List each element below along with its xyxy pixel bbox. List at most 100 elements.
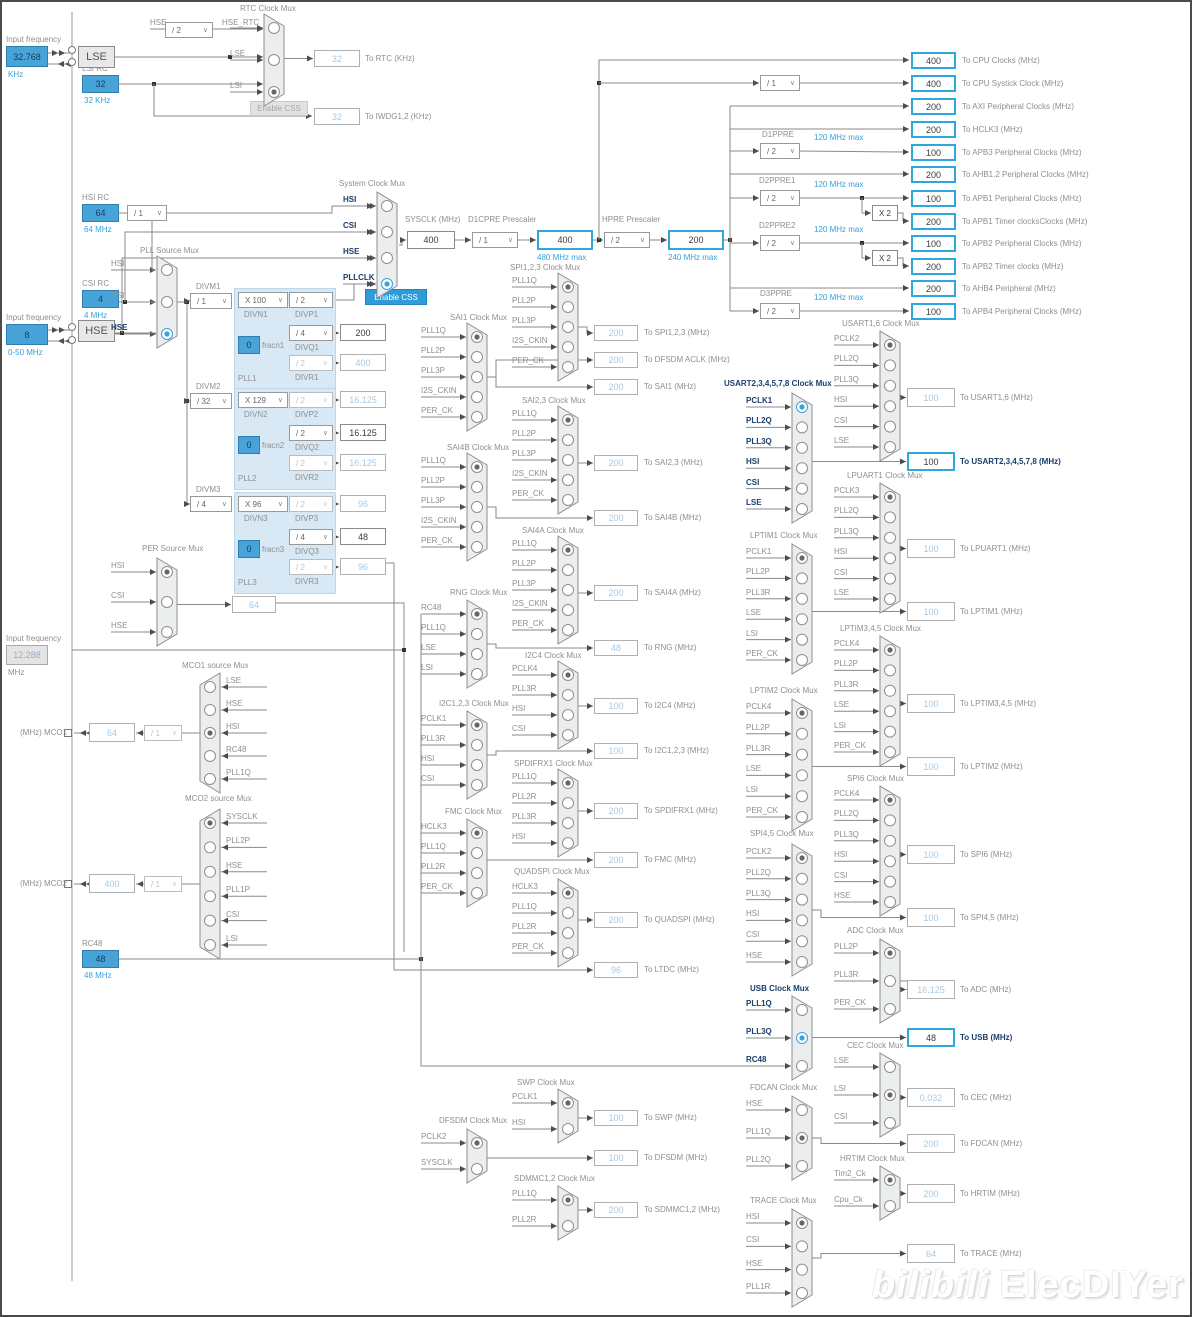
spdifrx1-mux-option-PLL2R[interactable] [562, 797, 574, 809]
d3ppre-dropdown[interactable]: / 2∨ [760, 303, 800, 319]
cec-mux-option-CSI[interactable] [884, 1117, 896, 1129]
lptim2-mux-option-PLL3R[interactable] [796, 748, 808, 761]
input-freq-hse-value[interactable]: 8 [6, 324, 48, 345]
usart16-mux-option-CSI[interactable] [884, 420, 896, 433]
quadspi-mux-option-PER_CK[interactable] [562, 947, 574, 959]
mco1-mux-option-RC48[interactable] [204, 750, 216, 762]
permux-mux-option-HSE[interactable] [161, 626, 173, 638]
d2ppre2-dropdown[interactable]: / 2∨ [760, 235, 800, 251]
mco2-mux-option-CSI[interactable] [204, 914, 216, 927]
spi6-mux-option-PLL3Q[interactable] [884, 834, 896, 847]
mco2-mux-option-LSI[interactable] [204, 939, 216, 951]
hrtim-mux-option-Cpu_Ck[interactable] [884, 1200, 896, 1212]
rtc-hse-div-dropdown[interactable]: / 2∨ [165, 22, 213, 38]
fdcan-mux-option-HSE[interactable] [796, 1104, 808, 1116]
pll3-divq-dropdown[interactable]: / 4∨ [289, 529, 333, 545]
spi6-mux-option-HSE[interactable] [884, 896, 896, 908]
sai4a-mux-option-I2S_CKIN[interactable] [562, 604, 574, 616]
lpuart1-mux-option-PLL2Q[interactable] [884, 511, 896, 524]
mco1-mux-option-LSE[interactable] [204, 681, 216, 693]
i2c123-mux-option-HSI[interactable] [471, 759, 483, 771]
sai4b-mux-option-I2S_CKIN[interactable] [471, 521, 483, 533]
lptim345-mux-option-LSI[interactable] [884, 725, 896, 738]
sai23-mux-option-PLL2P[interactable] [562, 434, 574, 446]
usart2-mux-option-PLL3Q[interactable] [796, 441, 808, 454]
lptim1-mux-option-PER_CK[interactable] [796, 654, 808, 666]
permux-mux-option-CSI[interactable] [161, 596, 173, 608]
hpre-dropdown[interactable]: / 2∨ [604, 232, 650, 248]
sdmmc-mux-option-PLL2R[interactable] [562, 1220, 574, 1232]
pll2-divq-dropdown[interactable]: / 2∨ [289, 425, 333, 441]
lptim2-mux-option-PLL2P[interactable] [796, 727, 808, 740]
lptim1-mux-option-LSI[interactable] [796, 633, 808, 646]
usart2-mux-option-PLL2Q[interactable] [796, 421, 808, 434]
pll3-divn-dropdown[interactable]: X 96∨ [238, 496, 288, 512]
rtc-mux-option-in0[interactable] [268, 22, 280, 34]
mco1-div-dropdown[interactable]: / 1∨ [144, 725, 182, 741]
pll1-divp-dropdown[interactable]: / 2∨ [289, 292, 333, 308]
dfsdm-mux-option-SYSCLK[interactable] [471, 1163, 483, 1175]
d2ppre1-dropdown[interactable]: / 2∨ [760, 190, 800, 206]
i2c4-mux-option-PLL3R[interactable] [562, 689, 574, 701]
spi45-mux-option-PLL3Q[interactable] [796, 893, 808, 906]
lptim345-mux-option-PLL3R[interactable] [884, 684, 896, 697]
lptim345-mux-option-PLL2P[interactable] [884, 664, 896, 677]
hsi-rc-value[interactable]: 64 [82, 204, 119, 222]
lptim2-mux-option-PER_CK[interactable] [796, 811, 808, 823]
spi123-mux-option-PLL2P[interactable] [562, 301, 574, 313]
usart16-mux-option-PLL2Q[interactable] [884, 359, 896, 372]
spi45-mux-option-CSI[interactable] [796, 935, 808, 948]
lptim2-mux-option-LSI[interactable] [796, 790, 808, 803]
mco2-div-dropdown[interactable]: / 1∨ [144, 876, 182, 892]
sai23-mux-option-PLL3P[interactable] [562, 454, 574, 466]
lpuart1-mux-option-HSI[interactable] [884, 552, 896, 565]
spdifrx1-mux-option-PLL3R[interactable] [562, 817, 574, 829]
spi6-mux-option-PLL2Q[interactable] [884, 814, 896, 827]
mco1-mux-option-HSE[interactable] [204, 704, 216, 716]
spdifrx1-mux-option-HSI[interactable] [562, 837, 574, 849]
spi6-mux-option-HSI[interactable] [884, 855, 896, 868]
lptim1-mux-option-LSE[interactable] [796, 613, 808, 626]
quadspi-mux-option-PLL2R[interactable] [562, 927, 574, 939]
divm1-dropdown[interactable]: / 1∨ [190, 293, 232, 309]
sai1-mux-option-I2S_CKIN[interactable] [471, 391, 483, 403]
divm2-dropdown[interactable]: / 32∨ [190, 393, 232, 409]
spi45-mux-option-HSI[interactable] [796, 914, 808, 927]
lsi-rc-value[interactable]: 32 [82, 75, 119, 93]
i2c123-mux-option-CSI[interactable] [471, 779, 483, 791]
lpuart1-mux-option-CSI[interactable] [884, 572, 896, 585]
lptim1-mux-option-PLL2P[interactable] [796, 572, 808, 585]
d1cpre-dropdown[interactable]: / 1∨ [472, 232, 518, 248]
spi123-mux-option-I2S_CKIN[interactable] [562, 341, 574, 353]
sysmux-mux-option-CSI[interactable] [381, 226, 393, 238]
sai4b-mux-option-PLL3P[interactable] [471, 501, 483, 513]
csi-rc-value[interactable]: 4 [82, 290, 119, 308]
pll2-divr-dropdown[interactable]: / 2∨ [289, 455, 333, 471]
sai1-mux-option-PER_CK[interactable] [471, 411, 483, 423]
spi45-mux-option-HSE[interactable] [796, 956, 808, 968]
i2c4-mux-option-CSI[interactable] [562, 729, 574, 741]
usart16-mux-option-HSI[interactable] [884, 400, 896, 413]
mco2-mux-option-PLL2P[interactable] [204, 841, 216, 854]
fmc-mux-option-PLL1Q[interactable] [471, 847, 483, 859]
fdcan-mux-option-PLL2Q[interactable] [796, 1160, 808, 1172]
usb-mux-option-PLL1Q[interactable] [796, 1004, 808, 1016]
sai4a-mux-option-PER_CK[interactable] [562, 624, 574, 636]
sysmux-mux-option-HSI[interactable] [381, 200, 393, 212]
pll2-fracn-value[interactable]: 0 [238, 436, 260, 454]
lptim1-mux-option-PLL3R[interactable] [796, 592, 808, 605]
sai4b-mux-option-PER_CK[interactable] [471, 541, 483, 553]
rng-mux-option-LSI[interactable] [471, 668, 483, 680]
usb-mux-option-RC48[interactable] [796, 1060, 808, 1072]
pll3-divr-dropdown[interactable]: / 2∨ [289, 559, 333, 575]
rtc-mux-option-LSE[interactable] [268, 54, 280, 66]
sai4a-mux-option-PLL2P[interactable] [562, 564, 574, 576]
sai1-mux-option-PLL3P[interactable] [471, 371, 483, 383]
mco2-mux-option-PLL1P[interactable] [204, 890, 216, 903]
usart2-mux-option-HSI[interactable] [796, 462, 808, 475]
rng-mux-option-PLL1Q[interactable] [471, 628, 483, 640]
sai23-mux-option-PER_CK[interactable] [562, 494, 574, 506]
lptim345-mux-option-LSE[interactable] [884, 705, 896, 718]
mco1-mux-option-PLL1Q[interactable] [204, 773, 216, 785]
usart16-mux-option-PLL3Q[interactable] [884, 379, 896, 392]
